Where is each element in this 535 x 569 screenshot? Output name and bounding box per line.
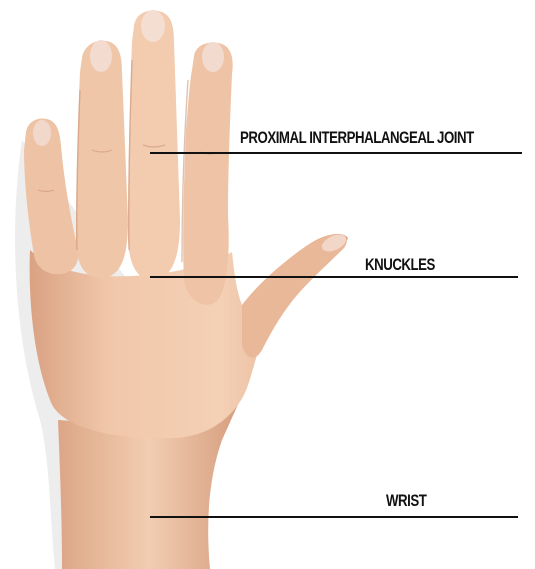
index-finger	[183, 43, 233, 305]
pip-joint-label: PROXIMAL INTERPHALANGEAL JOINT	[240, 128, 474, 148]
index-nail	[202, 42, 224, 72]
thumb	[242, 234, 347, 358]
wrist-label: WRIST	[386, 491, 426, 511]
ring-nail	[90, 40, 112, 72]
middle-nail	[141, 10, 165, 42]
pinky-nail	[33, 120, 51, 146]
middle-finger	[128, 11, 180, 281]
ring-finger	[76, 41, 128, 278]
knuckles-label: KNUCKLES	[365, 255, 435, 275]
